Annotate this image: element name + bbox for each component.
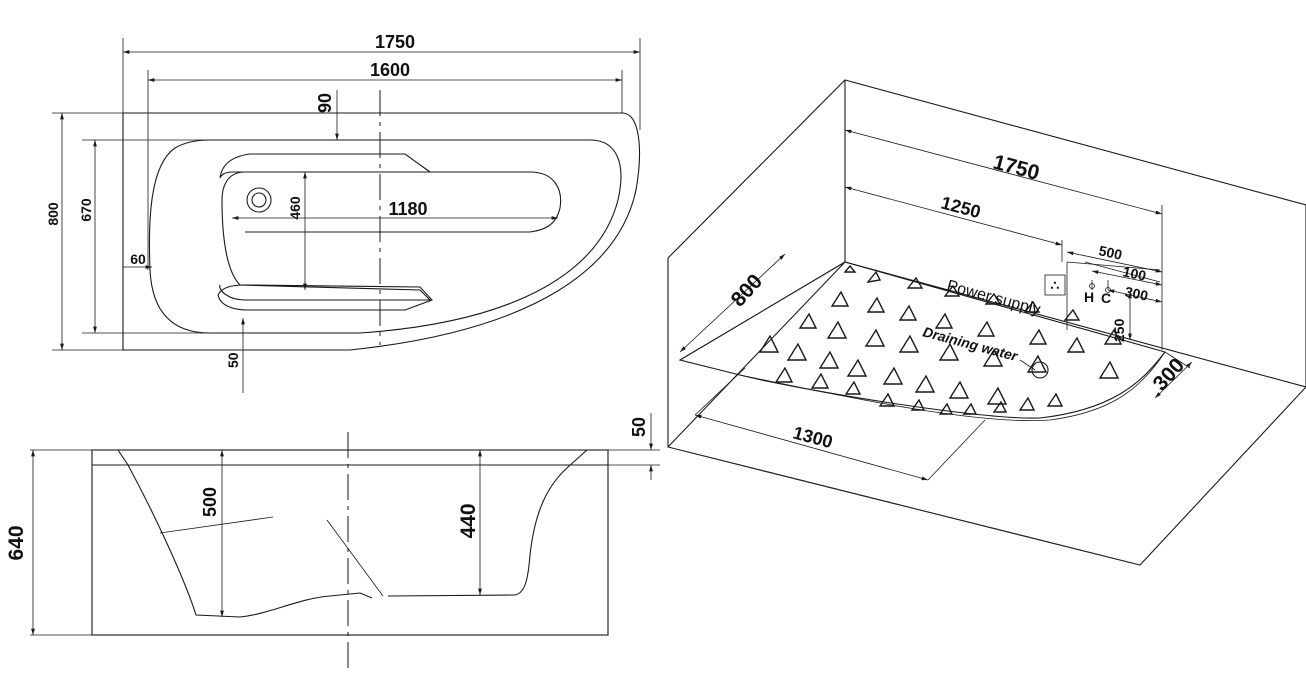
dim-iso-length: 1750 [991,151,1042,185]
top-view-drain-outer [246,187,272,213]
top-view-armrest-lower [217,284,433,311]
top-view-basin [245,171,562,233]
top-view-armrest-upper [219,153,432,179]
side-view-slope-line [326,519,384,597]
dim-iso-panel-width: 500 [1097,242,1123,263]
dim-line-iso-1250 [844,186,1063,246]
side-view-backrest-line [159,516,274,534]
dim-iso-hot-cold-a: 100 [1121,263,1147,284]
dim-overall-length: 1750 [375,32,415,52]
ext-line [927,419,986,481]
dim-line-iso-1750 [844,129,1163,215]
iso-drain-leader [1019,359,1036,371]
dim-iso-panel-height: 250 [1111,318,1127,342]
dim-line-iso-800 [679,253,786,353]
dim-line-iso-100 [1091,270,1163,286]
iso-power-outlet-icon: ∴ [1051,277,1060,293]
dim-line-iso-300-corner [1154,361,1193,399]
dim-interior-width: 460 [287,196,303,220]
side-view: 640 500 440 50 [5,413,660,668]
dim-rim: 50 [629,417,649,437]
dim-depth-a: 500 [200,487,220,517]
dim-height: 640 [5,525,28,560]
dim-line-iso-300 [1107,289,1163,303]
iso-draining-water-label: Draining water [921,323,1021,364]
iso-cold-label: C [1101,290,1111,306]
ext-line [679,261,846,361]
dim-overall-width: 800 [45,202,61,226]
dim-line-iso-500 [1066,251,1163,273]
side-view-basin-profile [117,449,373,618]
dim-top-offset: 90 [315,93,335,113]
dim-inner-width: 670 [78,198,94,222]
top-view-drain-inner [251,192,267,208]
side-view-body [91,449,609,636]
iso-power-supply-label: Power supply [945,277,1042,318]
dim-iso-corner: 300 [1149,354,1190,395]
dim-line-iso-1300 [694,414,929,481]
iso-drain [1031,361,1049,379]
ext-line [694,367,746,416]
dim-inner-length: 1600 [370,60,410,80]
dim-depth-b: 440 [457,503,480,538]
iso-floor-pattern [758,264,1123,415]
top-view-inner-rim [148,139,622,334]
dim-left-offset: 60 [130,251,146,267]
iso-power-outlet [1044,274,1066,296]
iso-view: ∴ H C Power supply Draining water 1750 1… [667,79,1306,566]
iso-room-floor-back [844,261,1306,388]
top-view: 1750 1600 90 800 670 460 1180 60 50 [45,32,641,393]
dim-interior-length: 1180 [388,199,427,219]
iso-tub-apron [739,351,1166,421]
dim-bottom-offset: 50 [225,352,241,368]
top-view-basin-lower [219,171,432,301]
iso-hot-label: H [1084,289,1094,305]
side-view-basin-right [387,449,588,597]
top-view-outer-rim [122,112,641,351]
dim-iso-hot-cold-b: 300 [1123,283,1149,304]
